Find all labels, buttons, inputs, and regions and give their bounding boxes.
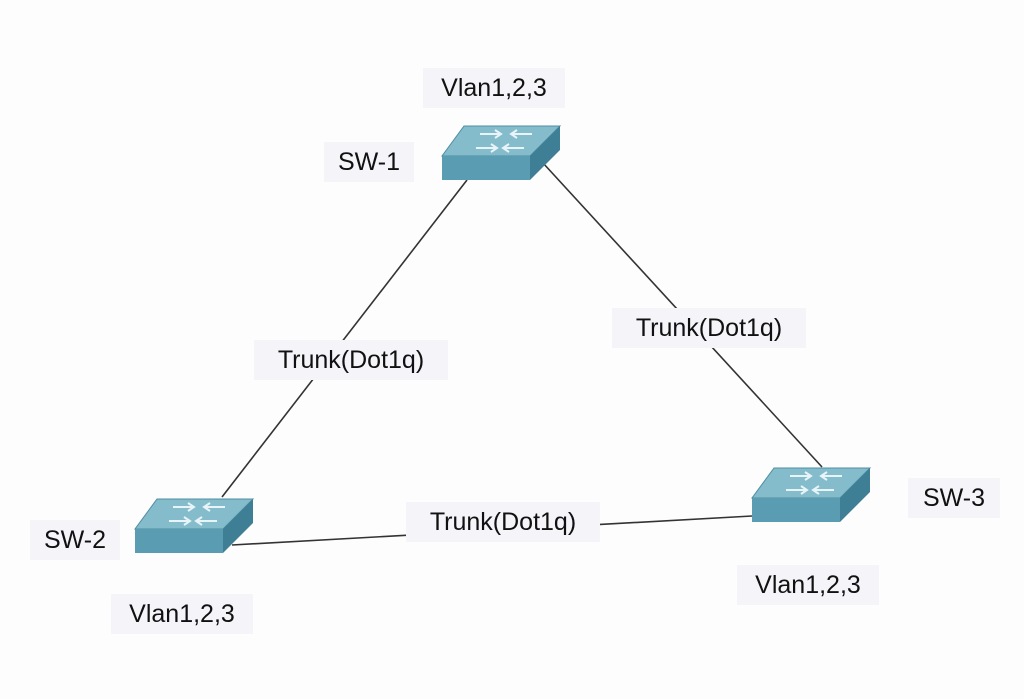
link-sw1-sw3-label: Trunk(Dot1q) <box>612 308 806 348</box>
sw3-vlan-label: Vlan1,2,3 <box>737 565 879 605</box>
link-sw2-sw3-label: Trunk(Dot1q) <box>406 502 600 542</box>
sw3-name-label: SW-3 <box>908 478 1000 518</box>
switch-icon[interactable] <box>133 495 257 555</box>
switch-icon[interactable] <box>750 464 874 524</box>
link-sw1-sw2-label: Trunk(Dot1q) <box>254 340 448 380</box>
switch-icon[interactable] <box>440 122 564 182</box>
sw1-name-label: SW-1 <box>324 142 414 182</box>
sw2-vlan-label: Vlan1,2,3 <box>111 594 253 634</box>
link-sw1-sw2[interactable] <box>221 179 468 498</box>
sw1-vlan-label: Vlan1,2,3 <box>423 68 565 108</box>
sw2-name-label: SW-2 <box>30 520 120 560</box>
